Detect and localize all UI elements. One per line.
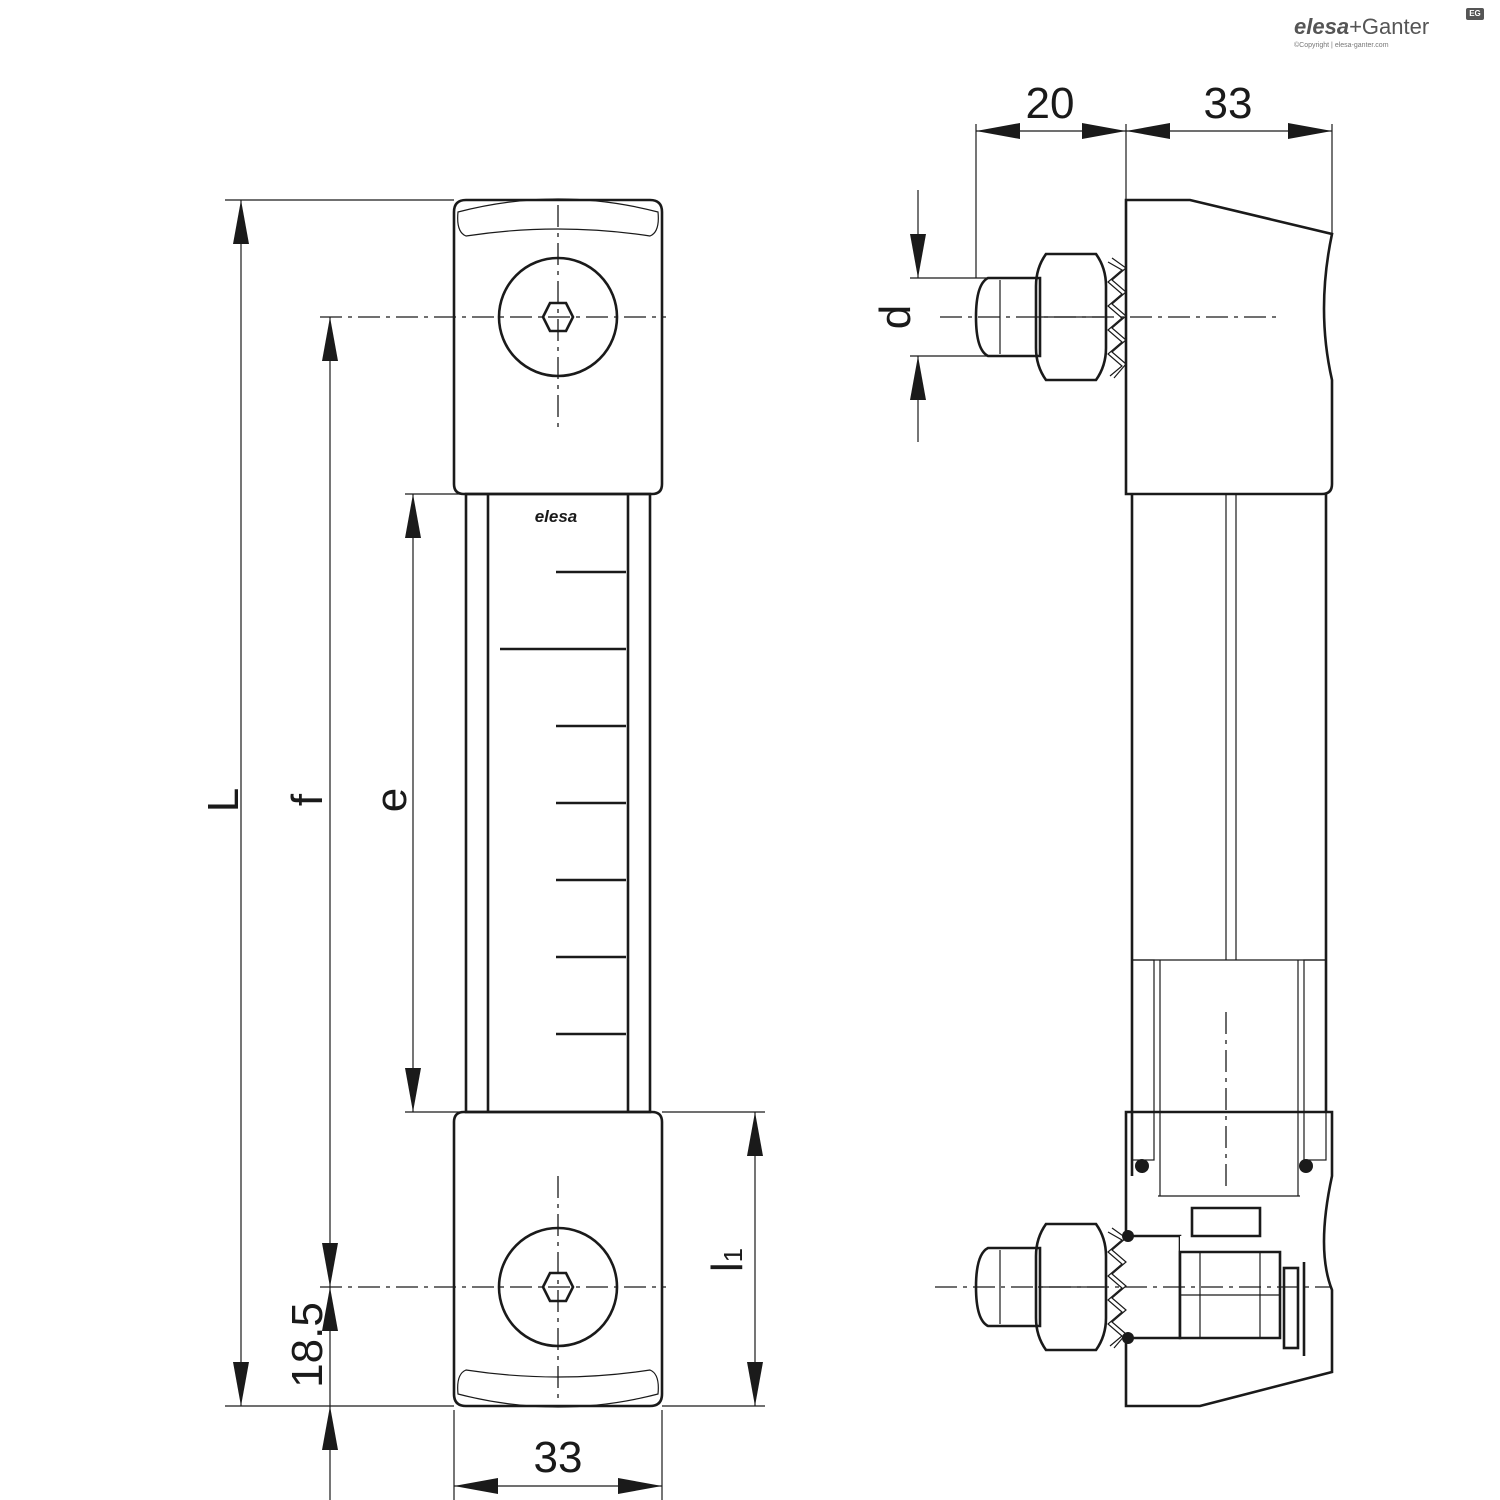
top-cap	[452, 198, 664, 496]
dim-side-fitting: 20	[1026, 79, 1075, 128]
dim-side-depth: 33	[1204, 79, 1253, 128]
section-view	[1122, 959, 1334, 1408]
front-view: elesa	[320, 198, 666, 1408]
dim-e: e	[367, 788, 416, 812]
bottom-hex-socket-icon	[541, 1271, 575, 1303]
product-logo: elesa	[535, 507, 578, 526]
front-dimensions: L f e l1 18.5 33	[199, 199, 765, 1500]
brand-logo: elesa+Ganter ©Copyright | elesa-ganter.c…	[1290, 8, 1490, 58]
side-view: d 20 33	[871, 79, 1334, 1408]
copyright-text: ©Copyright | elesa-ganter.com	[1294, 42, 1389, 49]
dim-bottom-offset: 18.5	[283, 1302, 332, 1388]
top-nut	[1034, 252, 1108, 382]
brand-mark: EG	[1466, 8, 1484, 20]
dim-L: L	[199, 788, 248, 812]
level-scale	[500, 570, 626, 1036]
top-cap-curve	[457, 198, 659, 237]
bottom-cap	[452, 1110, 664, 1408]
dim-f: f	[283, 793, 332, 806]
top-hex-socket-icon	[541, 301, 575, 333]
dim-d: d	[871, 305, 920, 329]
brand-name: elesa+Ganter	[1294, 14, 1430, 39]
bottom-fitting-nipple	[974, 1246, 1042, 1328]
dim-l1: l1	[703, 1248, 752, 1272]
bottom-nut	[1034, 1222, 1108, 1352]
dim-front-width: 33	[534, 1433, 583, 1482]
bottom-cap-curve	[457, 1369, 659, 1408]
side-top-cap	[1124, 198, 1334, 496]
